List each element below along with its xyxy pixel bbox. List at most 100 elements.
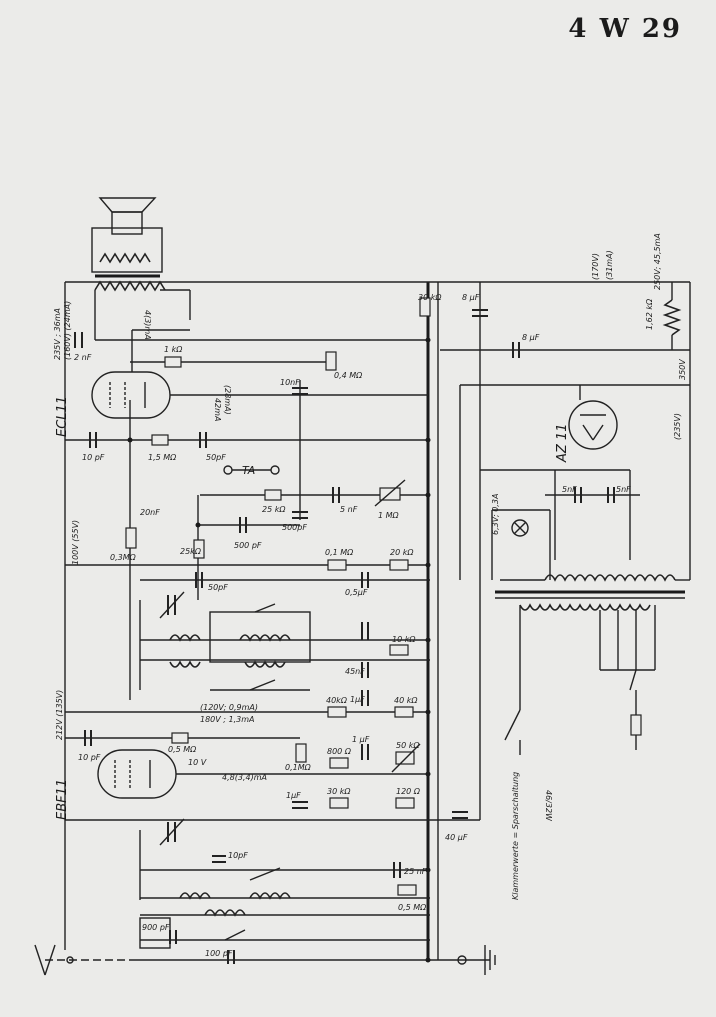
label-c1uf2: 1 µF — [352, 735, 370, 744]
res-120 — [395, 797, 415, 809]
label-c500pf: 500pF — [282, 523, 307, 532]
res-40k-2 — [394, 706, 414, 718]
ecl11-tube-icon — [91, 330, 171, 419]
coil-1 — [169, 634, 201, 642]
tube-ebf11-label: EBF11 — [55, 779, 70, 820]
res-10k — [389, 644, 409, 656]
res-1-5m — [151, 434, 169, 446]
res-30k-2 — [329, 797, 349, 809]
ta-jack-2 — [270, 465, 280, 475]
label-r30k: 30 kΩ — [418, 293, 442, 302]
ebf11-tube-icon — [97, 749, 177, 799]
label-c2nf: 2 nF — [74, 353, 92, 362]
res-0-5m-2 — [397, 884, 417, 896]
tuning-cap-2-icon — [159, 818, 185, 846]
output-transformer-primary — [94, 280, 166, 292]
label-c500pf2: 500 pF — [234, 541, 262, 550]
power-transformer-primary — [519, 603, 651, 611]
label-c5nf-a: 5nF — [562, 485, 577, 494]
ta-jack-1 — [223, 465, 233, 475]
label-c10nf: 10nF — [280, 378, 300, 387]
pot-50k — [395, 751, 415, 765]
coil-7 — [204, 909, 246, 917]
label-r25k2: 25kΩ — [180, 547, 202, 556]
tube-az11-label: AZ 11 — [555, 424, 570, 463]
label-c10pf-b: 10 pF — [78, 753, 101, 762]
label-r1k: 1 kΩ — [164, 345, 183, 354]
ebf-c-label: 4,8(3,4)mA — [222, 773, 267, 782]
res-1-62k — [662, 299, 682, 336]
power-switch — [504, 709, 521, 741]
ebf-d-label: 10 V — [188, 758, 207, 767]
label-c8uf-a: 8 µF — [462, 293, 480, 302]
v350-label: 350V — [678, 359, 687, 380]
label-c50pf2: 50pF — [208, 583, 228, 592]
ecl-cath-label: (28mA) — [223, 385, 232, 415]
res-25k-2 — [193, 539, 205, 559]
ebf-b-label: 180V ; 1,3mA — [200, 715, 255, 724]
rect-current-label: (31mA) — [605, 250, 614, 280]
v100-label: 100V (55V) — [71, 520, 80, 565]
res-20k — [389, 559, 409, 571]
ta-label: TA — [242, 464, 255, 477]
antenna-icon — [34, 944, 130, 976]
ecl-plate-label: (160V) (24mA) — [63, 301, 72, 360]
label-r03m: 0,3MΩ — [110, 553, 137, 562]
label-c5nf: 5 nF — [340, 505, 358, 514]
label-r162: 1,62 kΩ — [645, 298, 654, 330]
res-0-4m — [325, 351, 337, 371]
label-c05uf: 0,5µF — [345, 588, 368, 597]
tuning-cap-icon — [159, 591, 185, 619]
label-r800: 800 Ω — [327, 747, 352, 756]
res-0-1m — [327, 559, 347, 571]
res-25k — [264, 489, 282, 501]
az11-tube-icon — [568, 400, 618, 450]
fuse — [630, 714, 642, 736]
rect-out-label: 250V; 45,5mA — [653, 233, 662, 290]
v235-label: (235V) — [673, 413, 682, 440]
coil-4 — [244, 660, 286, 668]
v212-label: 212V (135V) — [55, 690, 64, 740]
label-r05m: 0,5 MΩ — [168, 745, 197, 754]
lamp-label: 6,3V; 0,3A — [491, 494, 500, 535]
model-title: 4 W 29 — [568, 14, 682, 44]
res-0-5m — [171, 732, 189, 744]
res-0-3m — [125, 527, 137, 549]
label-c10pf-c: 10pF — [228, 851, 248, 860]
pilot-lamp-icon — [511, 519, 529, 537]
coil-3 — [169, 660, 201, 668]
label-r30k2: 30 kΩ — [327, 787, 351, 796]
coil-2 — [239, 634, 291, 642]
res-0-1m-2 — [295, 743, 307, 763]
res-800 — [329, 757, 349, 769]
label-r25k: 25 kΩ — [262, 505, 286, 514]
label-r01m2: 0,1MΩ — [285, 763, 312, 772]
label-c10pf-a: 10 pF — [82, 453, 105, 462]
label-r01m: 0,1 MΩ — [325, 548, 354, 557]
label-c5nf-b: 5nF — [616, 485, 631, 494]
labels: ECL11 EBF11 AZ 11 (160V) (24mA) 235V ; 3… — [53, 233, 687, 958]
ebf-a-label: (120V; 0,9mA) — [200, 703, 258, 712]
ecl-screen-label: 235V ; 36mA — [53, 308, 62, 360]
label-r40k: 40kΩ — [326, 696, 348, 705]
label-r15m: 1,5 MΩ — [148, 453, 177, 462]
label-c100pf: 100 pF — [205, 949, 233, 958]
label-c25nf: 25 nF — [404, 867, 427, 876]
coil-6 — [249, 892, 291, 900]
footer-note: Klammerwerte = Sparschaltung — [511, 772, 520, 900]
speaker-icon — [91, 197, 163, 273]
label-r10k: 10 kΩ — [392, 635, 416, 644]
res-40k — [327, 706, 347, 718]
label-r20k: 20 kΩ — [390, 548, 414, 557]
res-30k — [419, 297, 431, 317]
label-c900pf: 900 pF — [142, 923, 170, 932]
ecl-cath2-label: 42mA — [213, 398, 222, 421]
ground-icon — [457, 945, 496, 975]
label-c40uf: 40 µF — [445, 833, 468, 842]
label-r40k2: 40 kΩ — [394, 696, 418, 705]
power-transformer-secondary — [544, 574, 676, 582]
label-r04m: 0,4 MΩ — [334, 371, 363, 380]
coil-5 — [179, 892, 211, 900]
